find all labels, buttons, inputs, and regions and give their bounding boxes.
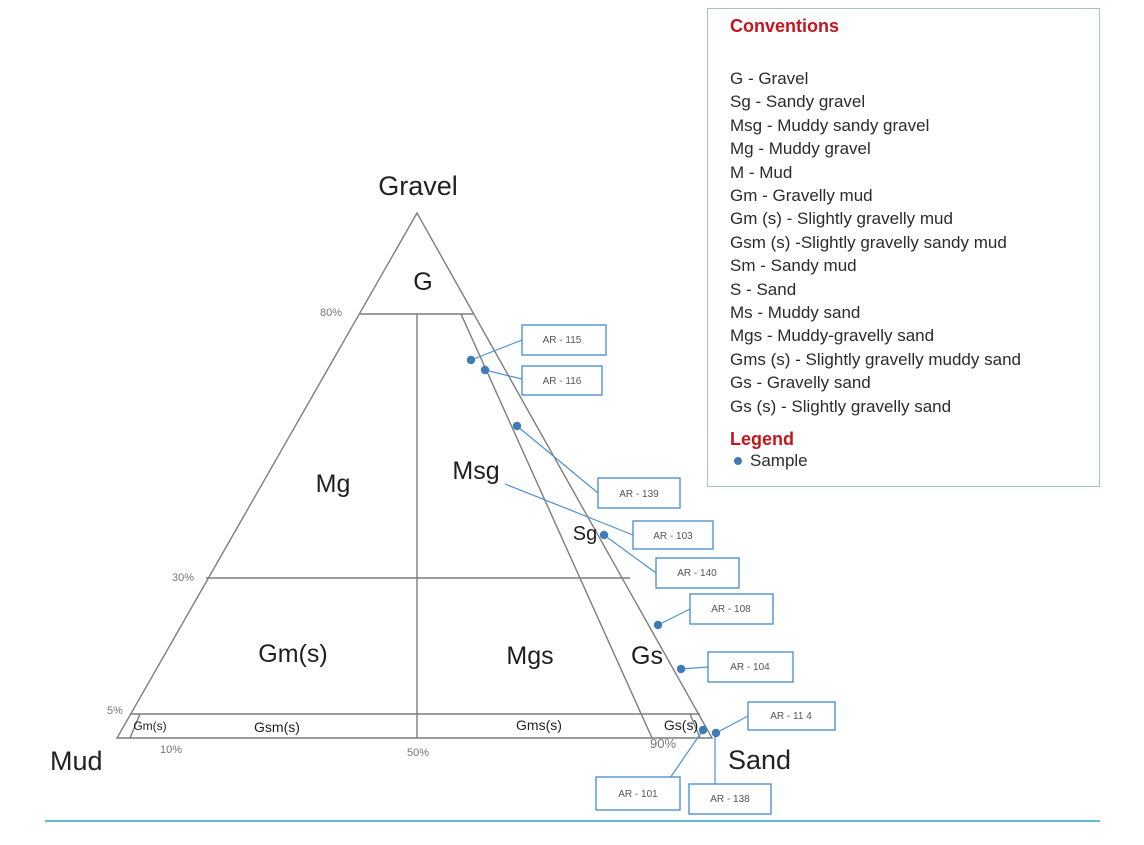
callout-AR108: AR - 108 <box>689 593 774 625</box>
callout-label: AR - 140 <box>677 568 717 579</box>
callout-label: AR - 138 <box>710 794 750 805</box>
sample-dot <box>653 620 663 630</box>
conventions-item: Gs - Gravelly sand <box>730 373 871 393</box>
region-Msg: Msg <box>452 457 499 485</box>
label-10pct: 10% <box>160 744 182 756</box>
conventions-item: M - Mud <box>730 162 793 182</box>
callout-label: AR - 116 <box>543 376 582 387</box>
callout-label: AR - 101 <box>618 789 658 800</box>
sample-dot <box>512 421 522 431</box>
legend-title: Legend <box>730 429 795 450</box>
conventions-item: Gsm (s) -Slightly gravelly sandy mud <box>730 232 1007 252</box>
label-80pct: 80% <box>320 307 342 319</box>
callout-AR139: AR - 139 <box>597 477 681 509</box>
region-Mgs: Mgs <box>506 642 553 670</box>
callout-label: AR - 103 <box>653 531 693 542</box>
legend-sample-label: Sample <box>750 451 808 471</box>
region-Sg: Sg <box>573 523 597 545</box>
callout-label: AR - 11 4 <box>770 711 812 722</box>
label-50pct: 50% <box>407 747 429 759</box>
connector-AR103 <box>504 483 634 536</box>
connector-AR139 <box>516 425 599 494</box>
connector-AR108 <box>657 608 691 626</box>
conventions-item: Gms (s) - Slightly gravelly muddy sand <box>730 349 1021 369</box>
region-Gms-s: Gms(s) <box>516 717 562 733</box>
conventions-item: Sm - Sandy mud <box>730 256 857 276</box>
connector-AR115 <box>470 339 523 361</box>
vertex-gravel: Gravel <box>378 171 458 201</box>
line-10pct <box>129 713 141 739</box>
connector-AR116 <box>484 369 523 380</box>
sample-dot <box>711 728 721 738</box>
conventions-title: Conventions <box>730 16 840 36</box>
callout-AR103: AR - 103 <box>632 520 714 550</box>
conventions-item: Mg - Muddy gravel <box>730 139 871 159</box>
conventions-panel: Conventions G - Gravel Sg - Sandy gravel… <box>707 8 1100 487</box>
conventions-item: Gm - Gravelly mud <box>730 186 873 206</box>
conventions-item: Mgs - Muddy-gravelly sand <box>730 326 935 346</box>
callout-label: AR - 104 <box>730 662 770 673</box>
connector-AR101 <box>669 729 704 779</box>
region-Gs-s: Gs(s) <box>664 717 698 733</box>
sample-dot <box>480 365 490 375</box>
sample-dot-icon <box>734 457 742 466</box>
region-G: G <box>413 268 432 296</box>
callout-label: AR - 139 <box>619 489 659 500</box>
callout-AR116: AR - 116 <box>521 365 603 396</box>
region-Mg: Mg <box>316 470 351 498</box>
connector-AR140 <box>603 534 657 574</box>
conventions-item: G - Gravel <box>730 69 809 88</box>
conventions-item: Gm (s) - Slightly gravelly mud <box>730 209 953 229</box>
sample-dot <box>676 664 686 674</box>
vertex-mud: Mud <box>50 746 103 776</box>
callout-AR138: AR - 138 <box>688 783 772 815</box>
conventions-list: G - Gravel Sg - Sandy gravel Msg - Muddy… <box>730 67 1099 418</box>
sample-dot <box>698 725 708 735</box>
region-Gs: Gs <box>631 642 663 670</box>
conventions-item: Gs (s) - Slightly gravelly sand <box>730 396 952 416</box>
region-Gsm-s: Gsm(s) <box>254 719 300 735</box>
callout-AR104: AR - 104 <box>707 651 794 683</box>
line-90pct-base <box>689 713 701 739</box>
callout-label: AR - 115 <box>543 335 582 346</box>
callout-AR114: AR - 11 4 <box>747 701 836 731</box>
conventions-item: S - Sand <box>730 279 797 299</box>
region-Gm-s-small: Gm(s) <box>133 719 166 733</box>
callout-AR101: AR - 101 <box>595 776 681 811</box>
sample-dot <box>466 355 476 365</box>
legend-item-sample: Sample <box>730 450 1099 472</box>
label-5pct: 5% <box>107 705 123 717</box>
label-30pct: 30% <box>172 572 194 584</box>
callout-AR140: AR - 140 <box>655 557 740 589</box>
callout-label: AR - 108 <box>711 604 751 615</box>
line-90pct-sand <box>460 313 653 739</box>
connector-AR114 <box>715 715 749 734</box>
region-Gms: Gm(s) <box>258 640 327 668</box>
connector-AR104 <box>680 666 709 670</box>
conventions-item: Ms - Muddy sand <box>730 303 861 323</box>
sample-dot <box>599 530 609 540</box>
label-90pct: 90% <box>650 736 676 751</box>
vertex-sand: Sand <box>728 745 791 775</box>
conventions-item: Sg - Sandy gravel <box>730 92 866 112</box>
triangle-outline <box>115 211 714 739</box>
callout-AR115: AR - 115 <box>521 324 607 356</box>
conventions-item: Msg - Muddy sandy gravel <box>730 115 930 135</box>
